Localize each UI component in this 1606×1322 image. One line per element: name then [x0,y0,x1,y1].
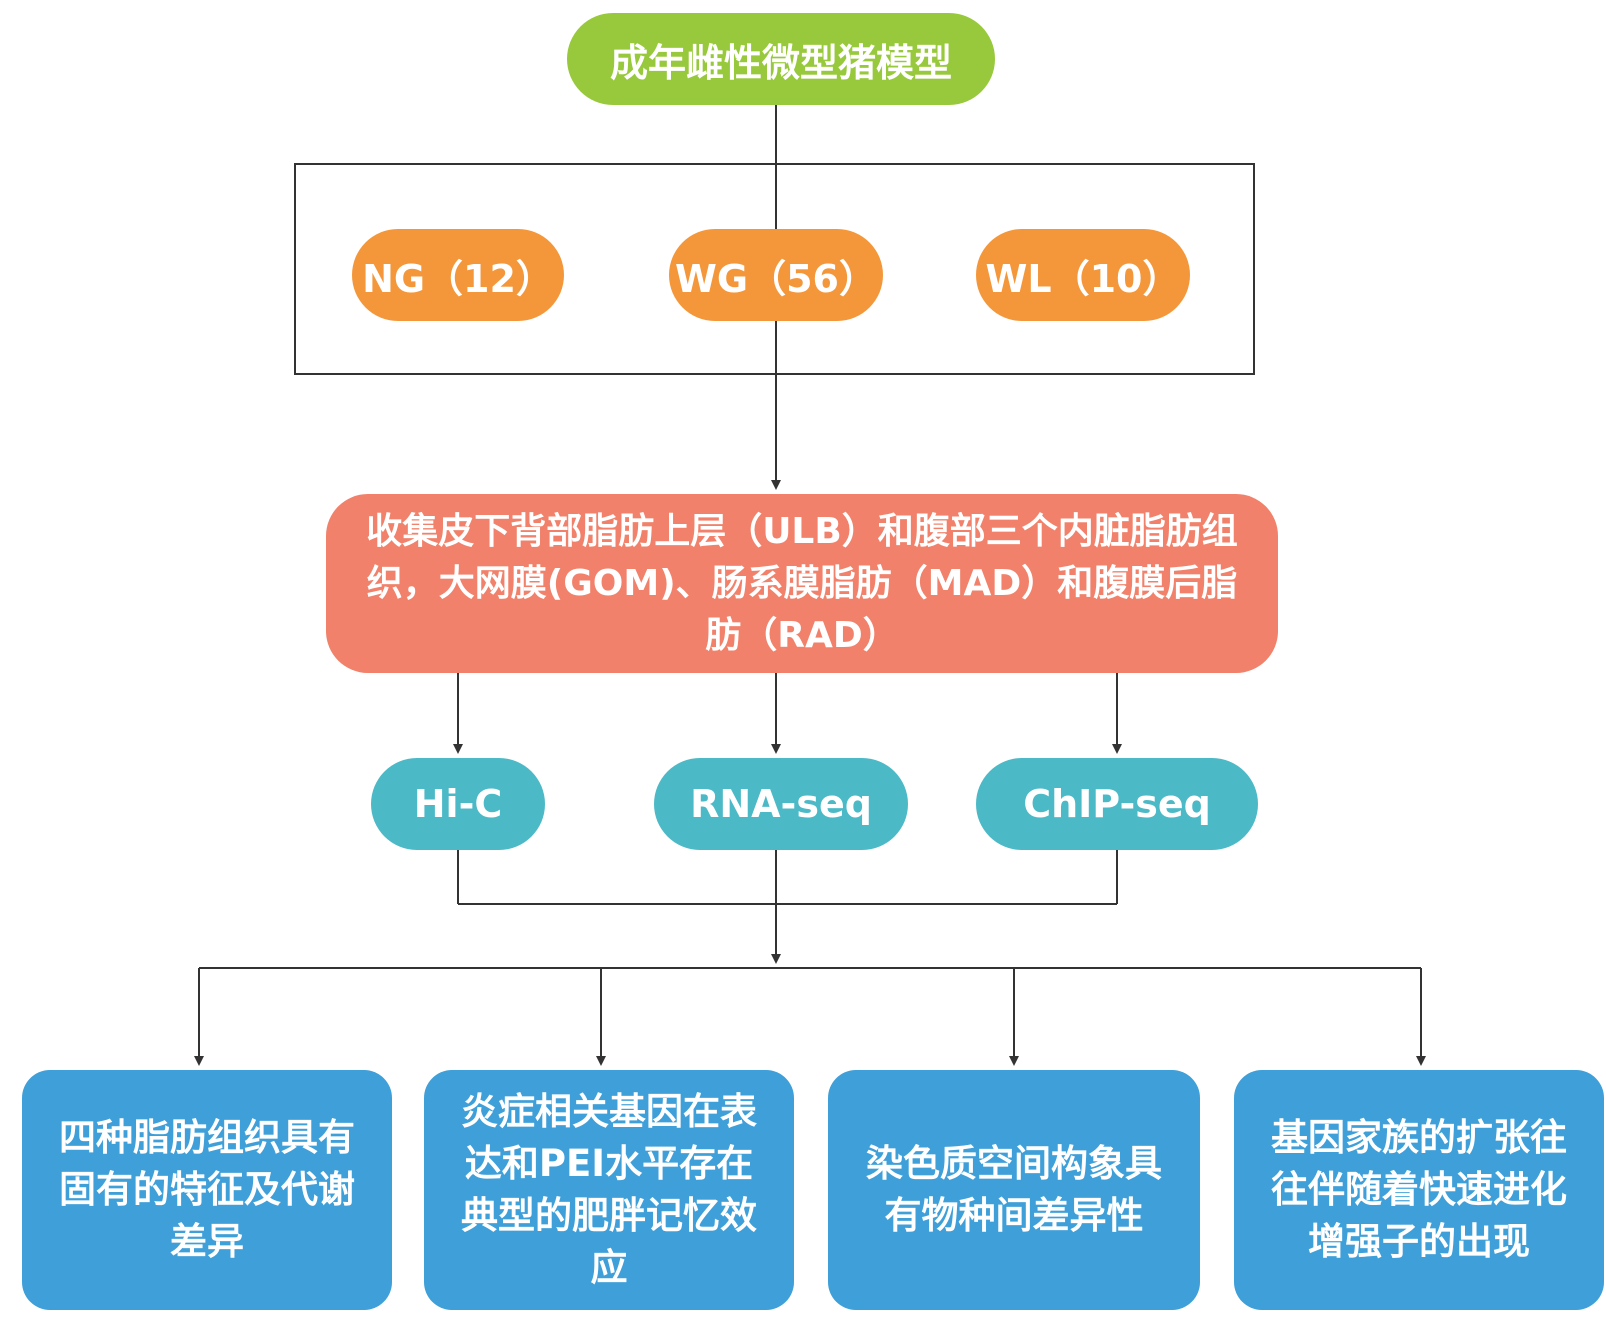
group-node-wg: WG（56） [669,229,883,321]
method-node-rnaseq: RNA-seq [654,758,908,850]
finding-node-1: 四种脂肪组织具有固有的特征及代谢差异 [22,1070,392,1310]
finding-node-2: 炎症相关基因在表达和PEI水平存在典型的肥胖记忆效应 [424,1070,794,1310]
top-node: 成年雌性微型猪模型 [567,13,995,105]
finding-node-4: 基因家族的扩张往往伴随着快速进化增强子的出现 [1234,1070,1604,1310]
method-node-hic: Hi-C [371,758,545,850]
groups-frame [294,163,1255,375]
collection-node: 收集皮下背部脂肪上层（ULB）和腹部三个内脏脂肪组织，大网膜(GOM)、肠系膜脂… [326,494,1278,673]
finding-node-3: 染色质空间构象具有物种间差异性 [828,1070,1200,1310]
method-node-chipseq: ChIP-seq [976,758,1258,850]
group-node-wl: WL（10） [976,229,1190,321]
group-node-ng: NG（12） [352,229,564,321]
